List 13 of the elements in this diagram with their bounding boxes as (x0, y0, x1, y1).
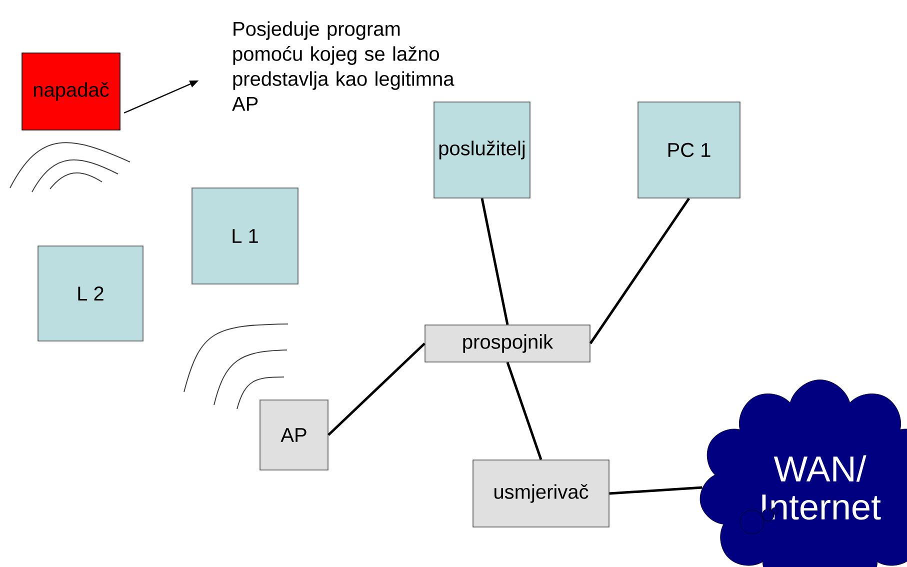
attacker-box: napadač (22, 52, 120, 130)
device-box: L 1 (192, 188, 298, 284)
network-device-box: prospojnik (424, 324, 590, 362)
connection-line (589, 198, 690, 344)
device-box: L 2 (38, 246, 144, 342)
device-box: PC 1 (638, 102, 740, 198)
connection-line (609, 486, 702, 495)
device-box: poslužitelj (434, 102, 530, 198)
connection-line (480, 198, 509, 325)
network-device-box: AP (260, 400, 328, 470)
connection-line (506, 362, 542, 460)
connection-line (328, 342, 426, 436)
network-device-box: usmjerivač (472, 460, 610, 528)
